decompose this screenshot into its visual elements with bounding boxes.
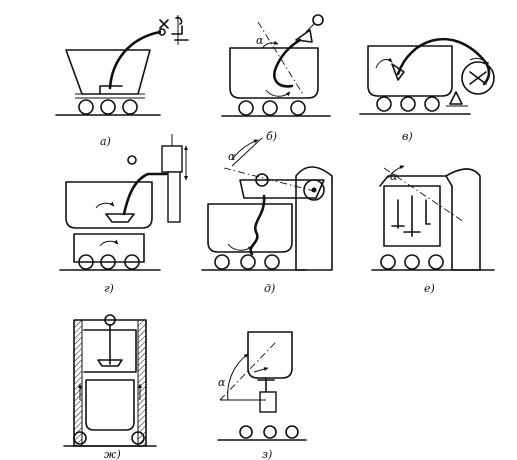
panel-d-angle-label: α xyxy=(228,150,236,163)
panel-g-bowl-machine: г) xyxy=(59,134,188,295)
panel-v-label: в) xyxy=(402,130,413,143)
panel-a-label: а) xyxy=(100,135,111,148)
panel-z-label: з) xyxy=(262,448,272,460)
panel-b-bowl-machine: α б) xyxy=(221,14,331,143)
panel-z-bowl-machine: α з) xyxy=(217,331,307,460)
panel-e-bowl-machine: α е) xyxy=(371,165,495,295)
panel-d-label: д) xyxy=(264,282,275,295)
panel-a-bowl-machine: а) xyxy=(55,15,189,148)
panel-v-bowl-machine: в) xyxy=(359,37,495,143)
panel-zh-bowl-machine: ж) xyxy=(63,314,157,460)
panel-d-bowl-machine: α д) xyxy=(201,137,333,295)
panel-g-label: г) xyxy=(104,282,114,295)
panel-b-label: б) xyxy=(266,130,277,143)
panel-zh-label: ж) xyxy=(104,448,121,460)
panel-e-angle-label: α xyxy=(390,170,398,183)
panel-e-label: е) xyxy=(424,282,435,295)
panel-z-angle-label: α xyxy=(218,376,226,389)
panel-b-angle-label: α xyxy=(256,34,264,47)
